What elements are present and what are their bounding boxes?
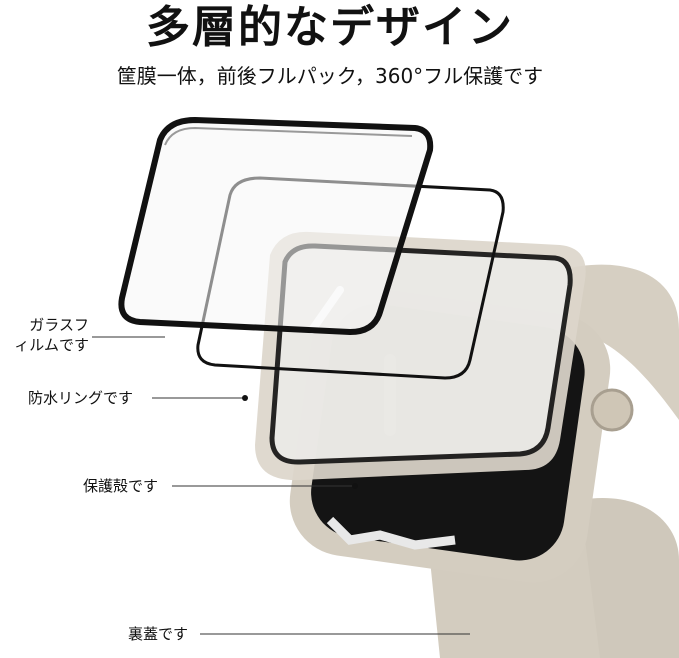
label-glass-film-line1: ガラスフ (29, 316, 89, 334)
watch-face-numbers (326, 516, 456, 550)
label-glass-film: ガラスフ ィルムです (14, 315, 89, 355)
watch-band (560, 264, 679, 420)
digital-crown (590, 388, 634, 432)
shell-marker-dot (352, 483, 358, 489)
label-glass-film-line2: ィルムです (14, 336, 89, 354)
label-waterproof-ring: 防水リングです (28, 389, 134, 407)
page-subtitle: 筐膜一体，前後フルパック，360°フル保護です (116, 64, 544, 88)
label-protective-shell: 保護殻です (83, 477, 159, 495)
ring-marker-dot (242, 395, 248, 401)
glass-film (118, 116, 434, 336)
label-back-cover: 裏蓋です (128, 625, 189, 643)
page-title: 多層的なデザイン (146, 2, 514, 53)
